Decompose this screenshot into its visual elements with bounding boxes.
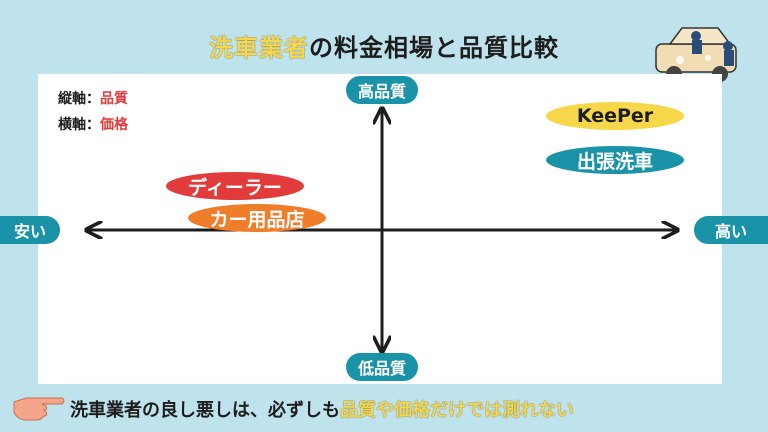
legend-horizontal-key: 横軸： <box>58 117 100 133</box>
item-dealer: ディーラー <box>166 172 304 200</box>
axis-label-left: 安い <box>0 216 60 244</box>
axis-label-bottom: 低品質 <box>346 353 418 381</box>
legend-horizontal-value: 価格 <box>100 117 128 133</box>
footer-text-highlight: 品質や価格だけでは測れない <box>340 400 574 421</box>
axis-label-right: 高い <box>694 216 768 244</box>
item-keeper: KeePer <box>546 102 684 130</box>
page-title: 洗車業者の料金相場と品質比較 <box>0 28 768 63</box>
legend-vertical: 縦軸：品質 <box>58 88 128 108</box>
axis-label-top: 高品質 <box>346 76 418 104</box>
footer-message: 洗車業者の良し悪しは、必ずしも品質や価格だけでは測れない <box>70 396 574 422</box>
pointing-hand-icon <box>13 397 65 421</box>
footer-text-normal: 洗車業者の良し悪しは、必ずしも <box>70 400 340 421</box>
legend-vertical-key: 縦軸： <box>58 91 100 107</box>
title-highlight: 洗車業者 <box>209 34 309 62</box>
title-rest: の料金相場と品質比較 <box>309 34 559 62</box>
item-car-shop: カー用品店 <box>188 204 326 232</box>
item-mobile-wash: 出張洗車 <box>546 146 684 174</box>
legend-vertical-value: 品質 <box>100 91 128 107</box>
legend-horizontal: 横軸：価格 <box>58 114 128 134</box>
